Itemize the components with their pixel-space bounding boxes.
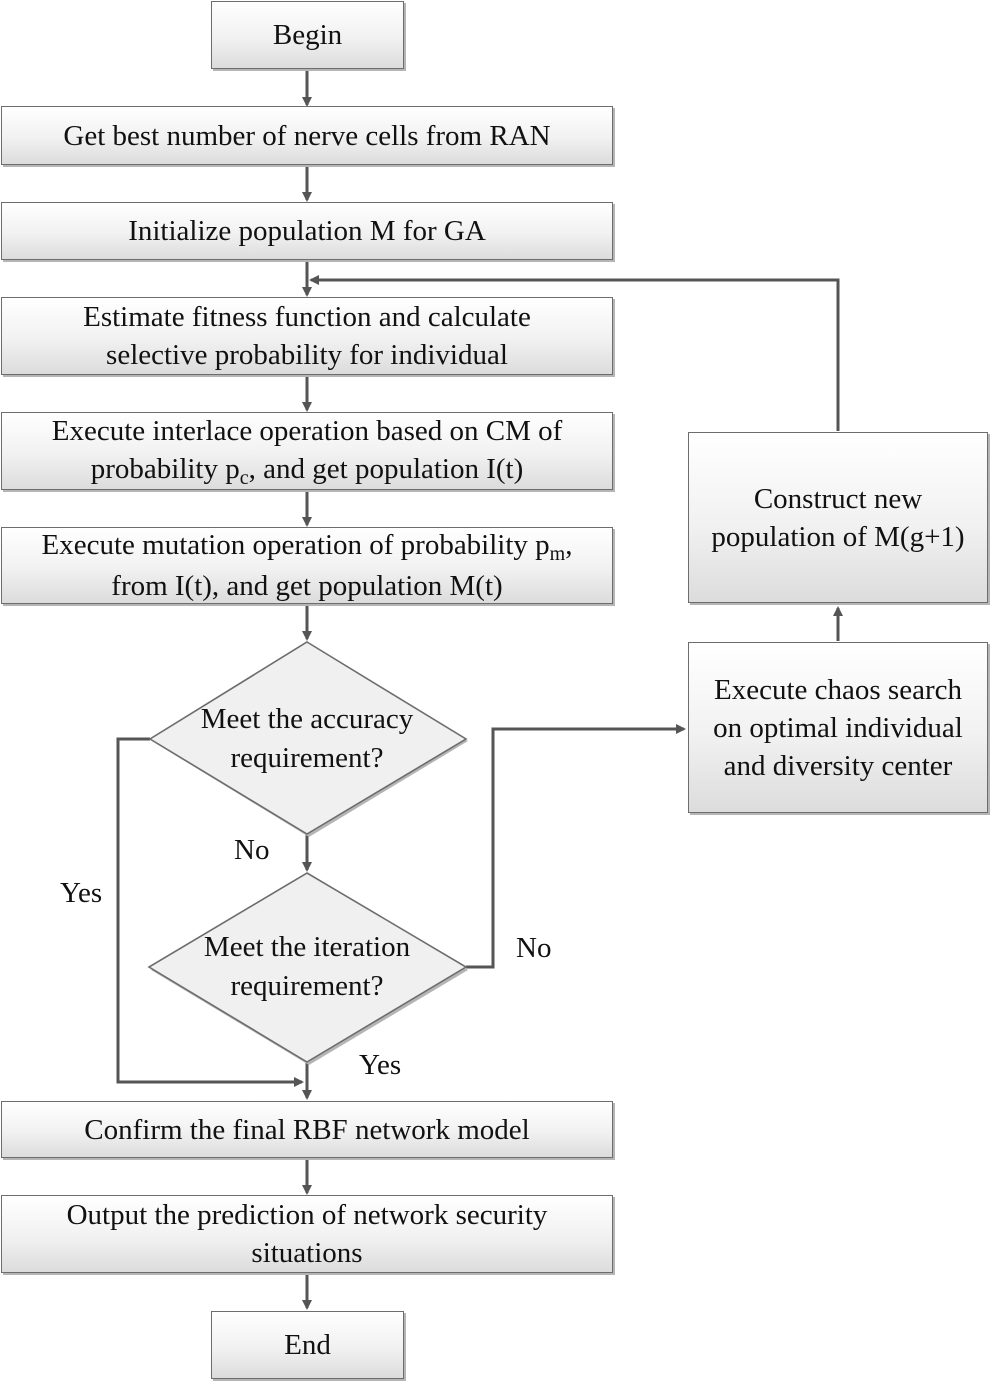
mutation-line-1: Execute mutation operation of probabilit…: [42, 526, 573, 567]
interlace-subscript: c: [239, 466, 249, 489]
end-node: End: [211, 1311, 404, 1379]
interlace-line-2-pre: probability p: [90, 452, 240, 485]
mutation-line-1-post: ,: [565, 529, 573, 561]
interlace-node: Execute interlace operation based on CM …: [1, 412, 613, 490]
output-node: Output the prediction of network securit…: [1, 1195, 613, 1273]
begin-node: Begin: [211, 1, 404, 69]
edge-iteration-no: [466, 724, 686, 969]
construct-line-2: population of M(g+1): [711, 520, 965, 553]
iteration-diamond: [147, 872, 468, 1063]
estimate-node: Estimate fitness function and calculate …: [1, 297, 613, 375]
confirm-label: Confirm the final RBF network model: [84, 1113, 530, 1146]
iteration-line-2: requirement?: [230, 970, 384, 1002]
accuracy-line-2: requirement?: [230, 742, 384, 774]
construct-node: Construct new population of M(g+1): [688, 432, 988, 603]
chaos-line-2: on optimal individual: [713, 711, 963, 744]
chaos-line-3: and diversity center: [723, 749, 953, 782]
iteration-line-1: Meet the iteration: [203, 931, 411, 963]
mutation-subscript: m: [549, 543, 566, 565]
mutation-node: Execute mutation operation of probabilit…: [1, 527, 613, 604]
estimate-line-2: selective probability for individual: [106, 339, 508, 371]
confirm-node: Confirm the final RBF network model: [1, 1101, 613, 1158]
get-best-label: Get best number of nerve cells from RAN: [63, 119, 551, 152]
output-line-1: Output the prediction of network securit…: [66, 1199, 548, 1231]
accuracy-line-1: Meet the accuracy: [200, 703, 414, 735]
accuracy-no-label: No: [234, 834, 270, 866]
chaos-node: Execute chaos search on optimal individu…: [688, 642, 988, 813]
interlace-line-2: probability pc, and get population I(t): [52, 450, 563, 491]
begin-label: Begin: [272, 19, 343, 51]
accuracy-decision-text: Meet the accuracy requirement?: [160, 700, 454, 778]
output-line-2: situations: [251, 1237, 363, 1269]
estimate-line-1: Estimate fitness function and calculate: [83, 301, 531, 333]
iteration-decision-text: Meet the iteration requirement?: [160, 928, 454, 1006]
mutation-line-2: from I(t), and get population M(t): [111, 570, 503, 602]
construct-line-1: Construct new: [753, 482, 923, 515]
interlace-line-2-post: , and get population I(t): [248, 452, 524, 485]
initialize-label: Initialize population M for GA: [128, 215, 486, 247]
edge-accuracy-yes: [116, 737, 304, 1087]
accuracy-yes-label: Yes: [60, 877, 103, 909]
get-best-node: Get best number of nerve cells from RAN: [1, 106, 613, 165]
iteration-no-label: No: [516, 932, 552, 964]
chaos-line-1: Execute chaos search: [714, 673, 962, 706]
mutation-line-1-pre: Execute mutation operation of probabilit…: [41, 529, 550, 561]
interlace-line-1: Execute interlace operation based on CM …: [51, 414, 563, 447]
edge-construct-loop-back: [309, 275, 840, 431]
end-label: End: [284, 1329, 331, 1361]
iteration-yes-label: Yes: [359, 1049, 402, 1081]
accuracy-diamond: [148, 641, 468, 835]
initialize-node: Initialize population M for GA: [1, 202, 613, 260]
